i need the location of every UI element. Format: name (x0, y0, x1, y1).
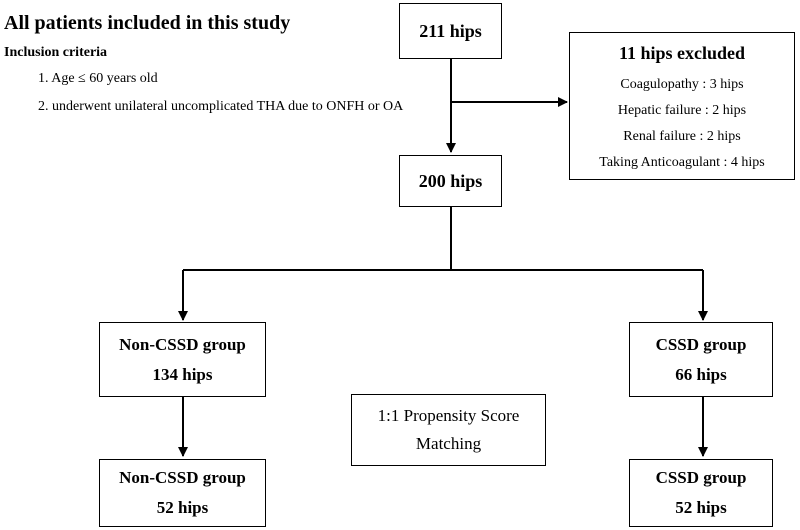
noncssd-before-count: 134 hips (152, 364, 213, 384)
criterion-surgery: 2. underwent unilateral uncomplicated TH… (38, 99, 404, 114)
node-excluded: 11 hips excluded Coagulopathy : 3 hips H… (569, 32, 795, 180)
noncssd-after-title: Non-CSSD group (119, 468, 246, 487)
node-matching: 1:1 Propensity Score Matching (351, 394, 546, 466)
node-start-label: 211 hips (419, 20, 482, 41)
excluded-title: 11 hips excluded (618, 43, 746, 63)
excluded-reason: Coagulopathy : 3 hips (620, 77, 744, 92)
node-start: 211 hips (399, 3, 502, 59)
matching-line2: Matching (415, 434, 482, 453)
excluded-reason: Renal failure : 2 hips (623, 129, 741, 144)
cssd-before-title: CSSD group (655, 334, 747, 354)
excluded-reason: Hepatic failure : 2 hips (617, 103, 747, 118)
noncssd-before-title: Non-CSSD group (119, 334, 246, 354)
node-included: 200 hips (399, 155, 502, 207)
page-title: All patients included in this study (4, 12, 291, 34)
noncssd-after-count: 52 hips (156, 498, 209, 517)
excluded-reason: Taking Anticoagulant : 4 hips (599, 155, 765, 170)
node-noncssd-after: Non-CSSD group 52 hips (99, 459, 266, 527)
cssd-after-count: 52 hips (675, 498, 727, 517)
cssd-before-count: 66 hips (675, 364, 727, 384)
node-cssd-before: CSSD group 66 hips (629, 322, 773, 397)
node-included-label: 200 hips (418, 170, 483, 191)
criteria-heading: Inclusion criteria (4, 45, 108, 60)
matching-line1: 1:1 Propensity Score (377, 406, 520, 425)
criterion-age: 1. Age ≤ 60 years old (38, 71, 158, 86)
node-cssd-after: CSSD group 52 hips (629, 459, 773, 527)
cssd-after-title: CSSD group (655, 468, 747, 487)
node-noncssd-before: Non-CSSD group 134 hips (99, 322, 266, 397)
